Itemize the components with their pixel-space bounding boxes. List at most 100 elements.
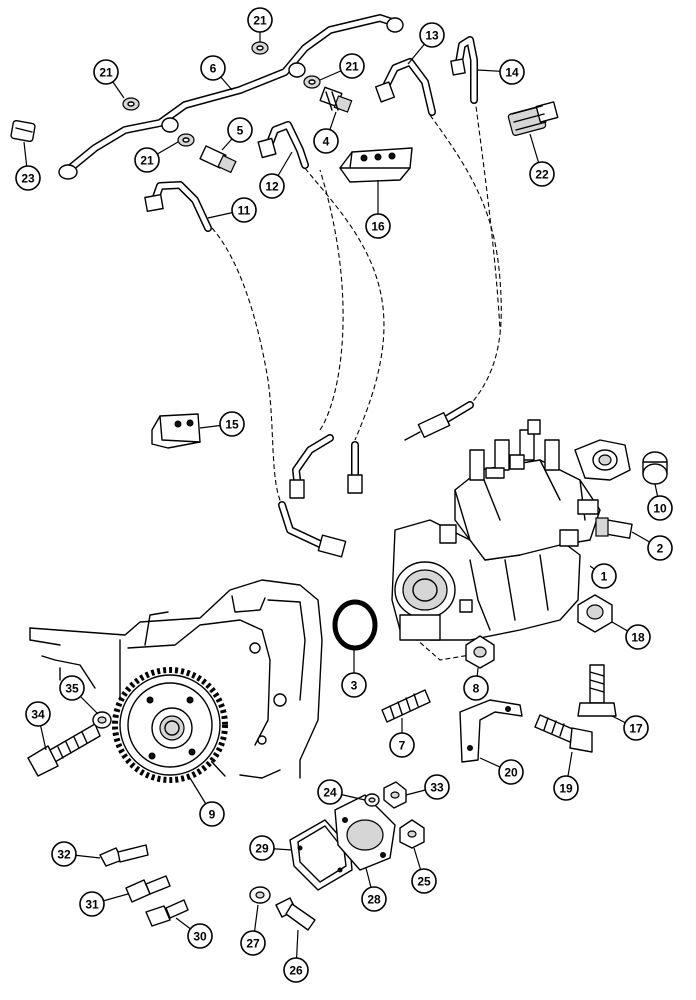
temperature-sender-22 bbox=[507, 101, 559, 136]
callout-bubble bbox=[647, 495, 673, 521]
callout-number: 6 bbox=[210, 62, 217, 76]
banjo-bolt-5 bbox=[199, 145, 237, 174]
callout-c19: 19 bbox=[553, 751, 579, 801]
callout-c17: 17 bbox=[611, 715, 649, 741]
callout-number: 22 bbox=[535, 168, 549, 182]
nut-8 bbox=[465, 635, 495, 669]
callout-number: 12 bbox=[265, 180, 279, 194]
callout-c35: 35 bbox=[59, 675, 99, 715]
washer-21a-hole bbox=[256, 45, 264, 51]
callout-c29: 29 bbox=[249, 835, 293, 861]
callout-c14: 14 bbox=[477, 59, 525, 85]
callout-number: 11 bbox=[238, 204, 251, 218]
callout-bubble bbox=[187, 923, 213, 949]
injector-pipe-11 bbox=[144, 181, 212, 232]
callout-c27: 27 bbox=[240, 904, 266, 956]
callout-bubble bbox=[259, 173, 285, 199]
callout-c5: 5 bbox=[221, 117, 253, 151]
callout-number: 9 bbox=[209, 808, 216, 822]
cover-plate-28 bbox=[334, 794, 396, 871]
callout-bubble bbox=[199, 801, 225, 827]
callout-number: 1 bbox=[601, 570, 608, 584]
callout-c15: 15 bbox=[199, 411, 245, 437]
callout-number: 24 bbox=[323, 786, 337, 800]
nut-25 bbox=[399, 819, 425, 849]
bolt-34 bbox=[27, 723, 101, 777]
washer-21b-hole bbox=[127, 101, 135, 107]
callout-c12: 12 bbox=[259, 151, 293, 199]
banjo-bolt-4 bbox=[319, 86, 353, 113]
callout-number: 16 bbox=[371, 220, 385, 234]
callout-bubble bbox=[339, 53, 365, 79]
callout-bubble bbox=[134, 147, 160, 173]
bolt-30 bbox=[145, 899, 189, 927]
callout-number: 21 bbox=[345, 60, 359, 74]
callout-number: 5 bbox=[237, 124, 244, 138]
callout-number: 27 bbox=[246, 937, 260, 951]
callout-number: 25 bbox=[417, 875, 431, 889]
pump-stud-phantom bbox=[407, 631, 471, 661]
bolt-26 bbox=[275, 897, 316, 931]
callout-number: 18 bbox=[631, 631, 645, 645]
bolt-19 bbox=[534, 714, 593, 753]
callout-bubble bbox=[79, 891, 105, 917]
callout-bubble bbox=[361, 886, 387, 912]
callout-number: 31 bbox=[85, 898, 99, 912]
nut-18 bbox=[577, 594, 613, 633]
callout-bubble bbox=[283, 957, 309, 983]
callout-bubble bbox=[463, 675, 489, 701]
callout-bubble bbox=[247, 7, 273, 33]
pipe-clamp-15 bbox=[151, 413, 201, 449]
callout-bubble bbox=[499, 59, 525, 85]
pipe-12-phantom bbox=[299, 161, 385, 441]
callout-number: 29 bbox=[255, 842, 269, 856]
callout-c7: 7 bbox=[389, 718, 415, 758]
callout-c21b: 21 bbox=[93, 59, 125, 99]
callout-c24: 24 bbox=[317, 779, 366, 805]
callout-number: 23 bbox=[21, 172, 35, 186]
nut-33 bbox=[383, 781, 407, 809]
callout-c4: 4 bbox=[313, 111, 339, 154]
callout-bubble bbox=[529, 161, 555, 187]
pipe-clamp-16 bbox=[339, 147, 413, 183]
callout-number: 8 bbox=[473, 682, 480, 696]
callout-c11: 11 bbox=[207, 197, 257, 223]
callout-number: 13 bbox=[425, 29, 439, 43]
callout-number: 21 bbox=[140, 154, 154, 168]
bracket-20 bbox=[459, 699, 523, 763]
callout-c16: 16 bbox=[365, 180, 391, 239]
injection-pump-1 bbox=[391, 419, 631, 641]
callout-bubble bbox=[231, 197, 257, 223]
bolt-17 bbox=[577, 664, 617, 717]
washer-27 bbox=[249, 886, 271, 904]
callout-number: 15 bbox=[225, 418, 239, 432]
callout-bubble bbox=[227, 117, 253, 143]
callout-number: 21 bbox=[99, 66, 113, 80]
callout-bubble bbox=[317, 779, 343, 805]
bolt-32 bbox=[99, 844, 149, 867]
callout-c2: 2 bbox=[631, 531, 673, 561]
injector-pipe-13 bbox=[374, 58, 436, 116]
callout-number: 32 bbox=[57, 848, 71, 862]
callout-number: 28 bbox=[367, 893, 381, 907]
callout-bubble bbox=[200, 55, 226, 81]
callout-number: 21 bbox=[253, 14, 267, 28]
callout-c22: 22 bbox=[529, 133, 555, 187]
callout-bubble bbox=[341, 672, 367, 698]
callout-number: 20 bbox=[504, 766, 518, 780]
callout-number: 10 bbox=[653, 502, 667, 516]
callout-number: 3 bbox=[351, 679, 358, 693]
bolt-31 bbox=[125, 875, 171, 903]
callout-bubble bbox=[553, 775, 579, 801]
pipe-14-phantom bbox=[471, 74, 501, 331]
callout-bubble bbox=[424, 774, 450, 800]
callout-c18: 18 bbox=[611, 621, 651, 650]
callout-bubble bbox=[365, 213, 391, 239]
washer-35 bbox=[92, 711, 112, 729]
injector-pipe-6 bbox=[58, 14, 404, 180]
callout-c25: 25 bbox=[411, 847, 437, 894]
callout-c3: 3 bbox=[341, 648, 367, 698]
callout-c21a: 21 bbox=[247, 7, 273, 42]
callout-c9: 9 bbox=[189, 777, 225, 827]
pipe-13-phantom bbox=[429, 114, 502, 406]
